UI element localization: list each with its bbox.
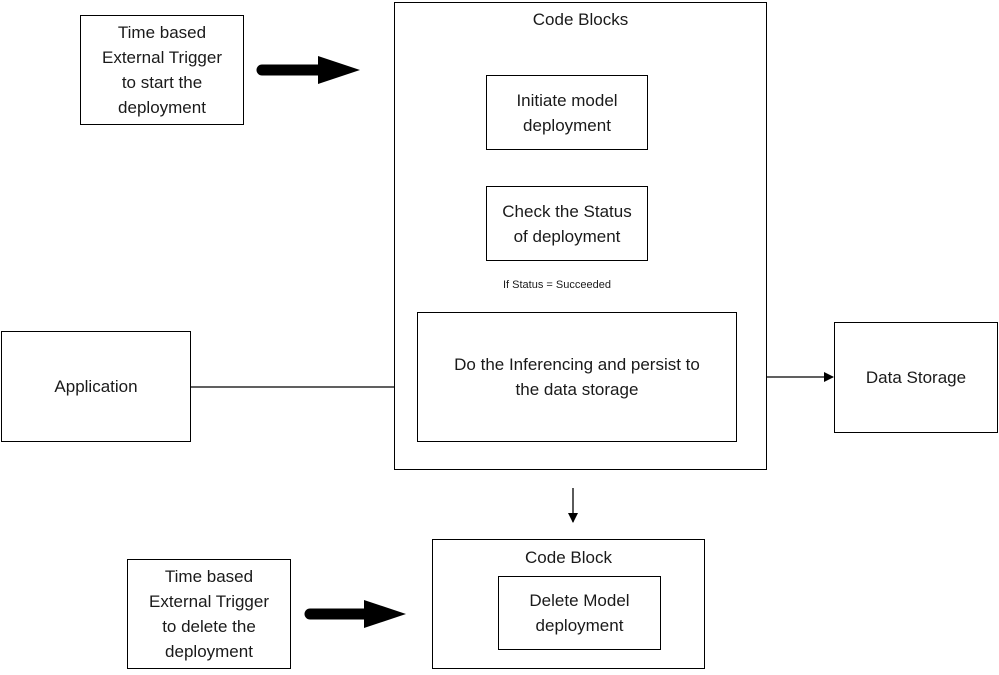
check-status-box: Check the Status of deployment bbox=[486, 186, 648, 261]
application-label: Application bbox=[54, 377, 138, 396]
trigger-delete-label: Time based External Trigger to delete th… bbox=[149, 567, 269, 661]
data-storage-box: Data Storage bbox=[834, 322, 998, 433]
trigger-start-label: Time based External Trigger to start the… bbox=[102, 23, 222, 117]
check-status-label: Check the Status of deployment bbox=[502, 201, 632, 246]
delete-deployment-label: Delete Model deployment bbox=[529, 591, 630, 635]
application-box: Application bbox=[1, 331, 191, 442]
initiate-deployment-box: Initiate model deployment bbox=[486, 75, 648, 150]
code-blocks-title: Code Blocks bbox=[532, 10, 629, 29]
condition-label: If Status = Succeeded bbox=[503, 279, 611, 291]
trigger-start-box: Time based External Trigger to start the… bbox=[80, 15, 244, 125]
inferencing-box: Do the Inferencing and persist to the da… bbox=[417, 312, 737, 442]
code-block-title: Code Block bbox=[525, 548, 612, 567]
delete-deployment-box: Delete Model deployment bbox=[498, 576, 661, 650]
thick-arrow-start bbox=[256, 56, 360, 84]
initiate-deployment-label: Initiate model deployment bbox=[516, 90, 618, 135]
thick-arrow-delete bbox=[304, 600, 406, 628]
trigger-delete-box: Time based External Trigger to delete th… bbox=[127, 559, 291, 669]
data-storage-label: Data Storage bbox=[865, 368, 967, 387]
inferencing-label: Do the Inferencing and persist to the da… bbox=[454, 355, 700, 399]
